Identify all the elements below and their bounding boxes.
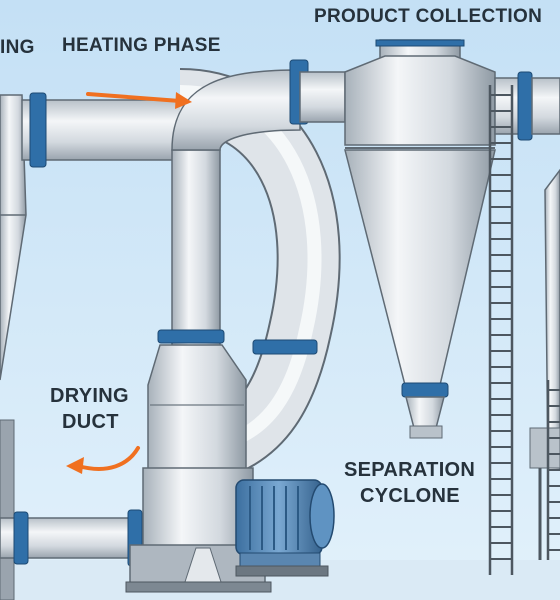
flange-ring — [517, 71, 533, 141]
arrow-icon — [86, 92, 192, 109]
ladder-rungs — [490, 94, 512, 560]
flange-ring — [375, 39, 465, 47]
label-cyclone: CYCLONE — [360, 485, 460, 507]
top-duct — [21, 92, 188, 168]
arrow-icon — [66, 446, 140, 474]
ladder-rungs — [548, 389, 560, 551]
flange-ring — [157, 329, 225, 344]
lower-left-duct — [0, 509, 151, 567]
separation-cyclone — [344, 39, 560, 439]
label-separation: SEPARATION — [344, 459, 476, 481]
ladder-icon — [488, 85, 514, 575]
vertical-riser — [157, 59, 346, 351]
flange-ring — [29, 92, 47, 168]
flange-ring — [401, 382, 449, 398]
label-product-collection: PRODUCT COLLECTION — [314, 6, 543, 27]
motor-icon — [235, 479, 335, 577]
blower-housing — [125, 344, 272, 593]
flange-ring — [252, 339, 318, 355]
label-left-partial: ING — [0, 37, 35, 58]
flange-ring — [13, 511, 29, 565]
label-duct: DUCT — [62, 411, 119, 433]
label-heating-phase: HEATING PHASE — [62, 35, 221, 56]
label-drying: DRYING — [50, 385, 129, 407]
